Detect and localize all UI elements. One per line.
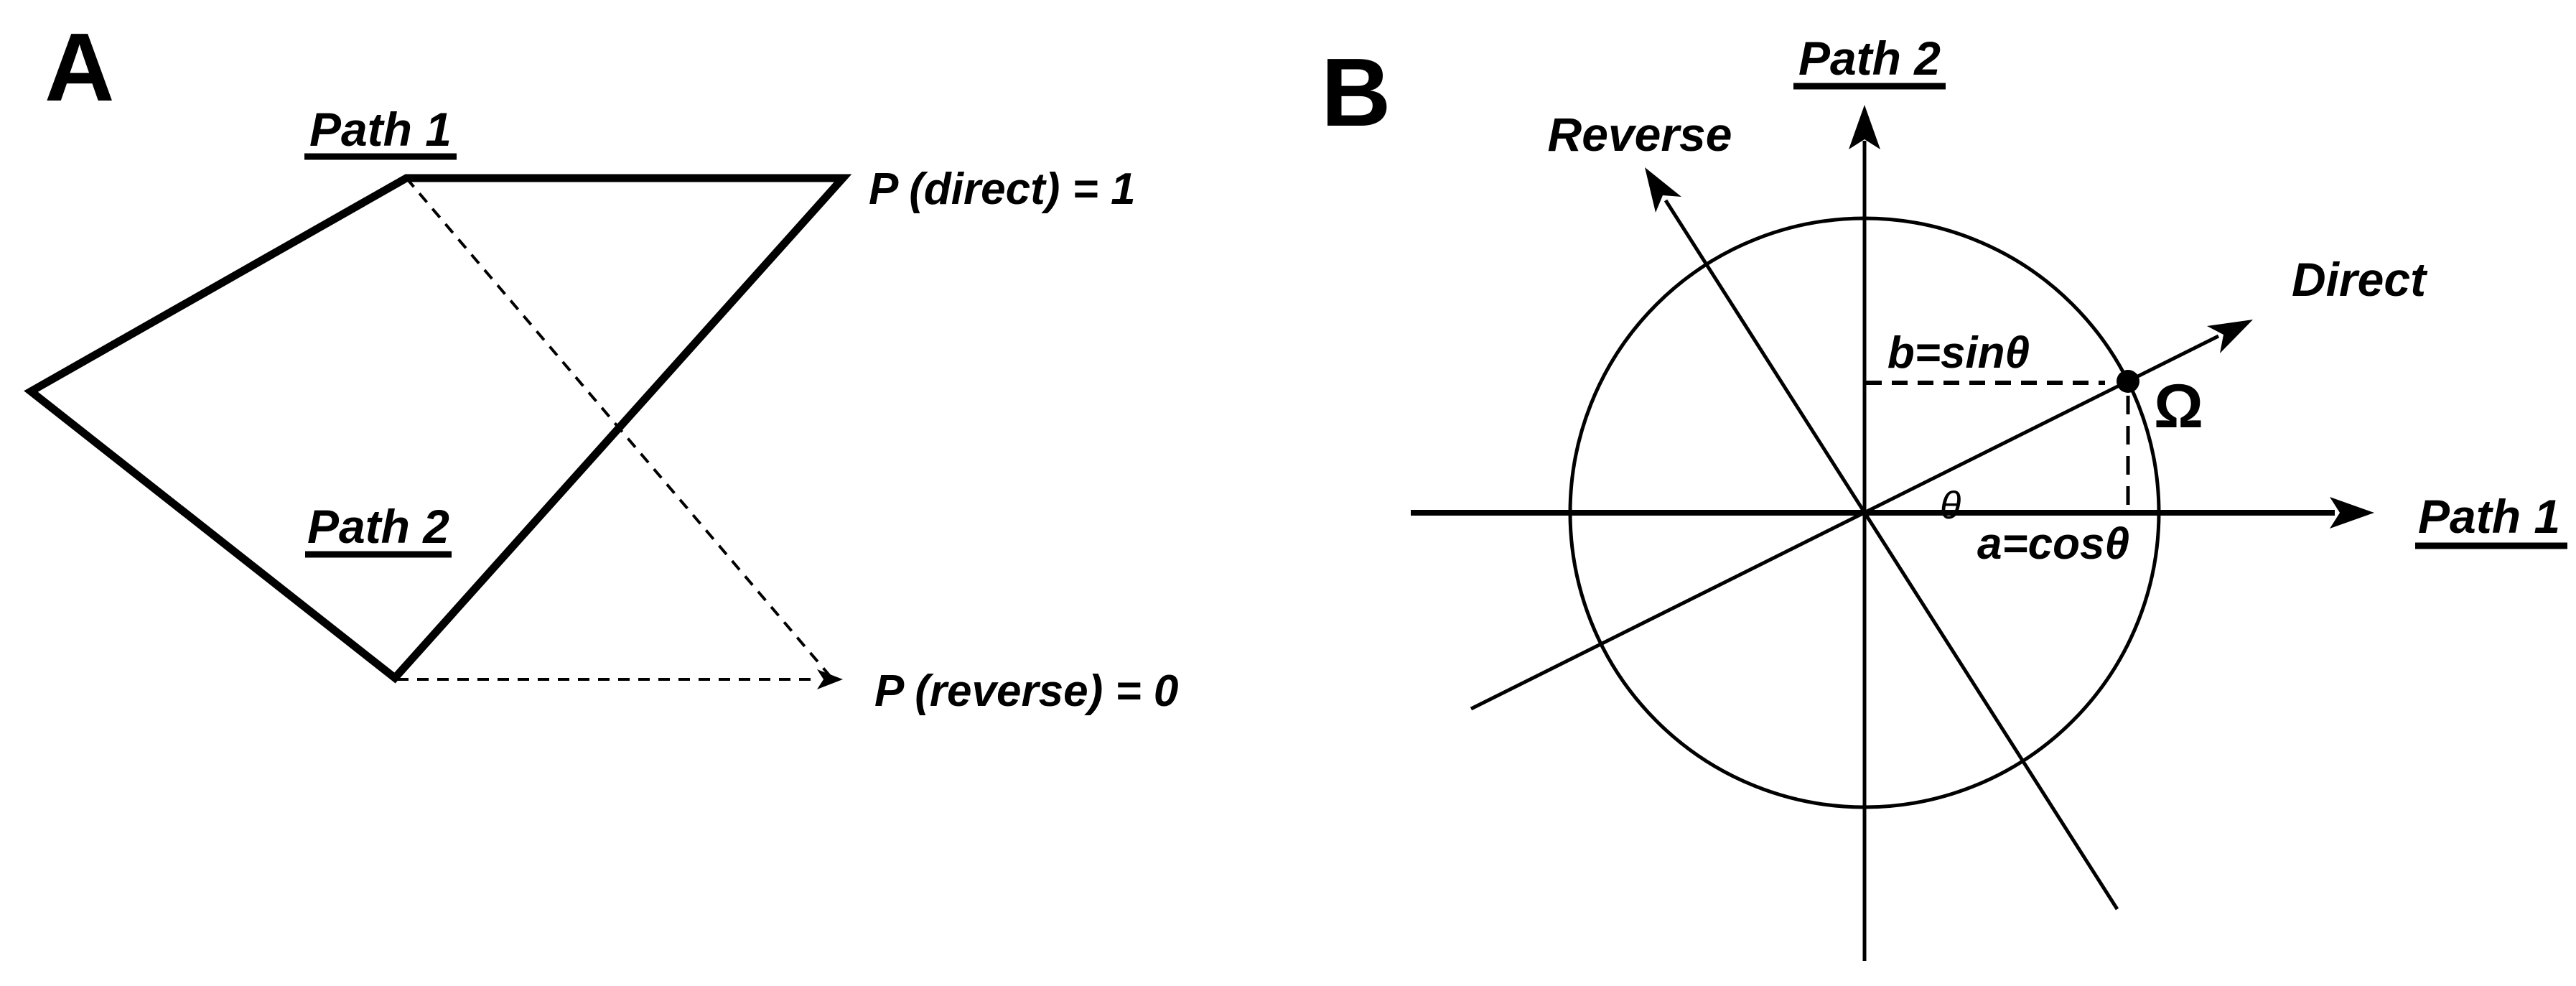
panel-a-path2-label: Path 2 — [307, 500, 449, 553]
panel-b-path2-label: Path 2 — [1798, 32, 1941, 85]
omega-point — [2117, 370, 2139, 393]
sine-equation-label: b=sinθ — [1887, 328, 2030, 378]
reverse-axis — [1663, 199, 2119, 911]
direct-axis — [1470, 334, 2220, 711]
theta-angle-label: θ — [1940, 484, 1961, 527]
panel-b-tag: B — [1321, 38, 1391, 146]
panel-a-tag: A — [45, 13, 115, 121]
panel-a-p-reverse-label: P (reverse) = 0 — [874, 666, 1178, 716]
panel-a-quadrilateral — [24, 174, 852, 684]
panel-a: A Path 1 P (direct) = 1 P (reverse) = 0 … — [24, 13, 1178, 716]
horizontal-axis-arrowhead-icon — [2330, 497, 2374, 529]
panel-a-p-direct-label: P (direct) = 1 — [869, 164, 1136, 214]
reverse-arrowhead-icon — [1645, 167, 1681, 213]
omega-label: Ω — [2154, 372, 2203, 441]
reverse-label: Reverse — [1548, 108, 1732, 161]
panel-b-path1-label: Path 1 — [2418, 490, 2560, 543]
direct-label: Direct — [2292, 253, 2428, 306]
panel-a-dashed-arrowhead-icon — [817, 669, 843, 689]
panel-a-dashed-diagonal — [405, 177, 834, 681]
panel-b: B Path 1 Path 2 Direct Reverse — [1321, 32, 2567, 961]
direct-arrowhead-icon — [2207, 320, 2253, 353]
cosine-equation-label: a=cosθ — [1977, 519, 2129, 569]
panel-a-path1-label: Path 1 — [309, 103, 452, 156]
vertical-axis-arrowhead-icon — [1849, 105, 1880, 149]
